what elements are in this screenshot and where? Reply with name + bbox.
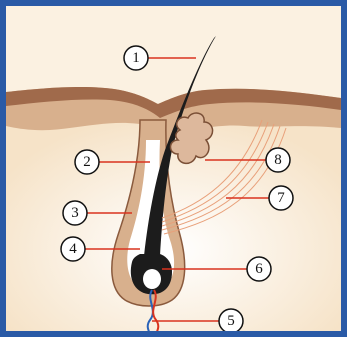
label-5: 5 <box>219 309 243 333</box>
label-1-text: 1 <box>132 50 140 66</box>
label-2: 2 <box>75 150 99 174</box>
label-7-text: 7 <box>277 190 285 206</box>
label-4: 4 <box>61 237 85 261</box>
label-6-text: 6 <box>255 261 263 277</box>
label-7: 7 <box>269 186 293 210</box>
label-4-text: 4 <box>69 241 77 257</box>
label-5-text: 5 <box>227 313 235 329</box>
label-3: 3 <box>63 201 87 225</box>
label-6: 6 <box>247 257 271 281</box>
label-2-text: 2 <box>83 154 91 170</box>
label-1: 1 <box>124 46 148 70</box>
label-8-text: 8 <box>274 152 282 168</box>
label-3-text: 3 <box>71 205 79 221</box>
dermal-papilla <box>143 269 161 289</box>
label-8: 8 <box>266 148 290 172</box>
